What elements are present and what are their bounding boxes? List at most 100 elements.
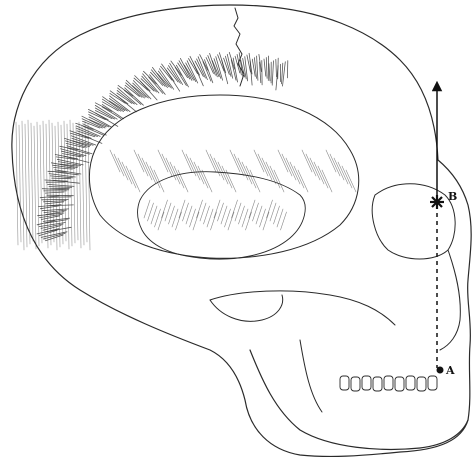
hatch-stroke <box>102 99 121 111</box>
hatch-stroke <box>110 150 120 172</box>
hatch-stroke <box>118 158 128 180</box>
hatch-stroke <box>82 125 84 245</box>
hatch-stroke <box>346 170 356 192</box>
tooth <box>406 376 415 390</box>
hatch-stroke <box>114 154 124 176</box>
hatch-stroke <box>298 170 308 192</box>
hatch-stroke <box>214 158 224 180</box>
hatch-stroke <box>45 202 64 204</box>
hatch-stroke <box>286 158 296 180</box>
hatch-stroke <box>306 154 316 176</box>
hatch-stroke <box>238 158 248 180</box>
hatch-stroke <box>202 170 212 192</box>
hatch-stroke <box>302 150 312 172</box>
hatch-stroke <box>257 56 258 80</box>
teeth <box>340 376 437 391</box>
hatch-stroke <box>278 150 288 172</box>
hatch-stroke <box>49 197 72 198</box>
hatch-stroke <box>270 166 280 188</box>
hatch-stroke <box>282 154 292 176</box>
hatch-stroke <box>254 150 264 172</box>
mastoid-outline <box>210 295 283 321</box>
hatch-stroke <box>269 64 270 81</box>
hatch-stroke <box>334 158 344 180</box>
hatch-stroke <box>274 170 284 192</box>
hatch-stroke <box>16 122 18 245</box>
hatch-stroke <box>318 166 328 188</box>
hatch-stroke <box>342 166 352 188</box>
hatch-stroke <box>322 170 332 192</box>
hatch-stroke <box>146 162 156 184</box>
hatch-stroke <box>126 166 136 188</box>
hatch-stroke <box>45 192 64 193</box>
hatch-stroke <box>169 66 181 84</box>
hatch-stroke <box>198 166 208 188</box>
hatch-stroke <box>85 121 87 242</box>
hatch-stroke <box>210 154 220 176</box>
hatch-stroke <box>45 227 71 232</box>
hatch-stroke <box>264 59 266 76</box>
hatch-stroke <box>262 158 272 180</box>
hatch-stroke <box>151 70 165 87</box>
hatch-stroke <box>150 166 160 188</box>
nasal-outline <box>440 250 460 350</box>
hatch-stroke <box>37 122 39 246</box>
hatch-stroke <box>95 108 114 119</box>
hatch-stroke <box>258 154 268 176</box>
mandible-outline <box>250 350 468 449</box>
hatch-stroke <box>338 162 348 184</box>
hatch-stroke <box>242 162 252 184</box>
hatch-stroke <box>234 154 244 176</box>
hatch-stroke <box>31 123 33 241</box>
hatch-stroke <box>197 59 206 78</box>
hatch-stroke <box>48 184 75 186</box>
hatch-stroke <box>47 205 74 206</box>
tooth <box>340 376 349 390</box>
hatch-stroke <box>61 125 63 244</box>
hatch-stroke <box>43 121 45 240</box>
hatch-stroke <box>102 107 121 119</box>
hatch-stroke <box>134 150 144 172</box>
hatch-stroke <box>250 170 260 192</box>
hatch-stroke <box>230 150 240 172</box>
tooth <box>351 377 360 391</box>
ramus-outline <box>300 340 322 412</box>
hatch-stroke <box>40 125 42 243</box>
hatch-stroke <box>206 150 216 172</box>
hatch-stroke <box>67 124 69 249</box>
hatch-stroke <box>310 158 320 180</box>
hatch-stroke <box>58 122 60 247</box>
hatch-stroke <box>290 162 300 184</box>
point-a-label: A <box>445 364 455 377</box>
hatch-stroke <box>22 121 24 250</box>
tooth <box>417 377 426 391</box>
hatch-stroke <box>55 126 57 250</box>
hatch-stroke <box>138 154 148 176</box>
hatch-stroke <box>190 158 200 180</box>
hatch-stroke <box>272 61 273 85</box>
hatch-stroke <box>34 126 36 249</box>
hatch-stroke <box>326 150 336 172</box>
hatch-stroke <box>294 166 304 188</box>
hatch-stroke <box>47 195 74 196</box>
point-a-marker <box>437 367 444 374</box>
hatch-stroke <box>25 124 27 247</box>
hatch-stroke <box>162 154 172 176</box>
hatch-stroke <box>122 162 132 184</box>
hatch-stroke <box>19 125 21 242</box>
hatch-stroke <box>222 166 232 188</box>
hatch-stroke <box>314 162 324 184</box>
hatch-stroke <box>266 58 267 79</box>
hatch-stroke <box>194 162 204 184</box>
orbit-outline <box>372 184 455 259</box>
hatch-stroke <box>182 150 192 172</box>
hatch-stroke <box>28 120 30 244</box>
tooth <box>362 376 371 390</box>
hatch-stroke <box>142 158 152 180</box>
hatch-stroke <box>154 170 164 192</box>
point-b-label: B <box>448 190 457 203</box>
tooth <box>384 376 393 390</box>
point-b-marker <box>430 195 444 209</box>
hatch-stroke <box>170 162 180 184</box>
